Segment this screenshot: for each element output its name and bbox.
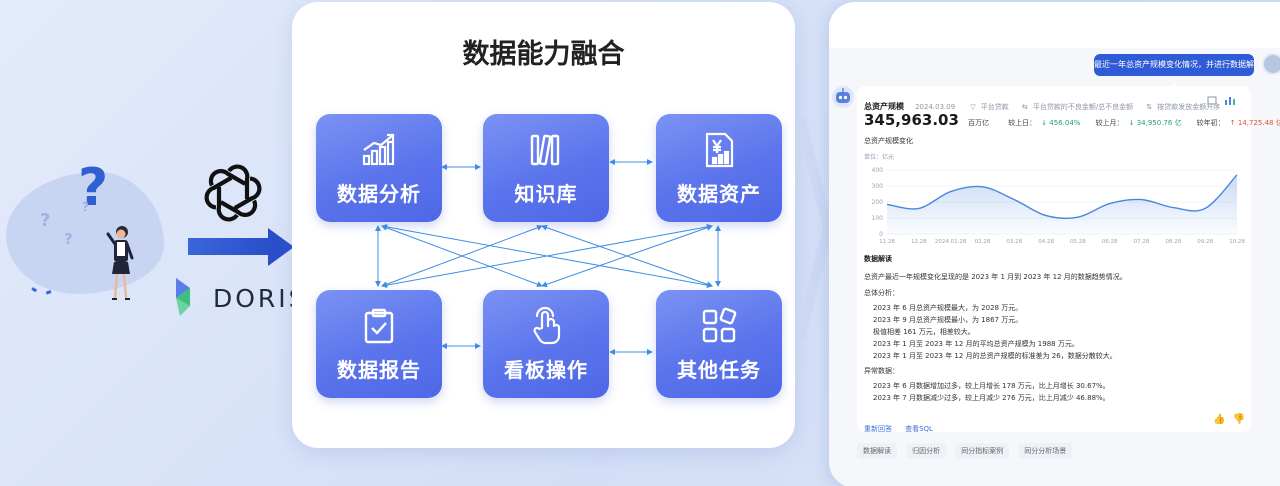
metric-value: 345,963.03 <box>864 111 959 129</box>
interpretation-title: 数据解读 <box>864 255 892 263</box>
panel-header <box>829 2 1280 48</box>
tile-label: 看板操作 <box>504 358 588 382</box>
grid-apps-icon <box>702 307 737 343</box>
tile-data-assets[interactable]: 数据资产 <box>656 114 782 222</box>
chart-unit: 单位：亿元 <box>864 154 895 161</box>
filter-chip[interactable]: 按贷款发放金额升序 <box>1157 103 1221 111</box>
tile-data-analysis[interactable]: 数据分析 <box>316 114 442 222</box>
x-tick-label: 2024.01.28 <box>935 239 967 245</box>
user-message: 最近一年总资产规模变化情况，并进行数据解读 <box>1094 54 1254 91</box>
area-chart: 0 100 200 300 400 11.28 12.28 2024.01.28 02.28 03… <box>872 167 1246 245</box>
y-tick-label: 0 <box>879 231 883 238</box>
flow-arrow <box>188 238 270 255</box>
area-fill <box>887 174 1237 234</box>
y-tick-label: 300 <box>872 183 884 190</box>
interpretation-intro: 总资产最近一年规模变化呈现的是 2023 年 1 月到 2023 年 12 月的… <box>864 273 1127 281</box>
books-icon <box>530 134 560 166</box>
compare-month-label: 较上月： <box>1095 119 1124 127</box>
tile-other-tasks[interactable]: 其他任务 <box>656 290 782 398</box>
tile-label: 数据报告 <box>337 358 421 382</box>
chat-panel: 最近一年总资产规模变化情况，并进行数据解读 总资产规模 2024.03.09 ▽… <box>829 2 1280 486</box>
tile-data-report[interactable]: 数据报告 <box>316 290 442 398</box>
ai-logo-icon <box>204 164 262 222</box>
doris-wordmark: DORIS <box>213 284 308 313</box>
background-blob <box>6 172 164 294</box>
x-tick-label: 07.28 <box>1134 239 1150 245</box>
suggestion-tab[interactable]: 数据解读 <box>857 443 897 459</box>
bar-chart-icon <box>362 133 395 166</box>
series-line <box>886 174 1238 220</box>
overall-title: 总体分析： <box>864 289 899 297</box>
doris-logo-icon <box>176 278 190 316</box>
tile-label: 知识库 <box>514 182 578 206</box>
x-tick-label: 06.28 <box>1102 239 1118 245</box>
compare-day-label: 较上日： <box>1008 119 1037 127</box>
compare-day-value: ↓ 456.04% <box>1041 119 1081 127</box>
suggestion-tab[interactable]: 归因分析 <box>906 443 947 459</box>
metric-unit: 百万亿 <box>968 119 989 127</box>
small-question-mark-icon: ? <box>64 230 73 248</box>
x-tick-label: 04.28 <box>1038 239 1054 245</box>
filter-chip[interactable]: 平台贷款 <box>980 103 1009 111</box>
chart-title: 总资产规模变化 <box>864 137 913 145</box>
bot-avatar <box>832 86 854 108</box>
x-tick-label: 05.28 <box>1070 239 1086 245</box>
tile-dashboard-ops[interactable]: 看板操作 <box>483 290 609 398</box>
small-question-mark-icon: ? <box>40 210 51 231</box>
x-tick-label: 11.28 <box>879 239 895 245</box>
filter-chip[interactable]: 平台贷款的不良金额/总不良金额 <box>1032 103 1134 111</box>
tile-knowledge-base[interactable]: 知识库 <box>483 114 609 222</box>
document-yen-icon <box>705 132 734 168</box>
anomaly-line: 2023 年 7 月数据减少过多，较上月减少 276 万元，比上月减少 46.8… <box>873 394 1110 402</box>
metric-date: 2024.03.09 <box>915 103 956 111</box>
tile-label: 数据资产 <box>677 182 761 206</box>
suggestion-tab[interactable]: 同分分析场景 <box>1018 443 1073 459</box>
x-tick-label: 09.28 <box>1197 239 1213 245</box>
thumbs-down-icon[interactable]: 👎 <box>1232 414 1246 425</box>
answer-card: 总资产规模 2024.03.09 ▽ 平台贷款 ⇆ 平台贷款的不良金额/总不良金… <box>857 86 1280 433</box>
connector-lines <box>375 159 721 355</box>
compare-month-value: ↓ 34,950.76 亿 <box>1128 119 1182 127</box>
filter-icon: ⇆ <box>1021 103 1028 111</box>
compare-year-value: ↑ 14,725.48 亿 <box>1229 119 1280 127</box>
person-illustration <box>106 226 134 300</box>
overall-line: 2023 年 9 月总资产规模最小，为 1867 万元。 <box>873 316 1023 324</box>
x-tick-label: 10.28 <box>1229 239 1245 245</box>
overall-line: 2023 年 1 月至 2023 年 12 月的总资产规模的标准差为 26，数据… <box>873 352 1117 360</box>
dots-decoration <box>31 287 52 295</box>
overall-line: 2023 年 1 月至 2023 年 12 月的平均总资产规模为 1988 万元… <box>873 340 1079 348</box>
regenerate-button[interactable]: 重新回答 <box>864 425 892 433</box>
filter-icon: ▽ <box>970 103 976 111</box>
sort-icon: ⇅ <box>1146 103 1153 111</box>
y-tick-label: 400 <box>872 167 884 174</box>
x-tick-label: 08.28 <box>1165 239 1181 245</box>
x-tick-label: 03.28 <box>1006 239 1022 245</box>
touch-hand-icon <box>533 306 561 345</box>
flow-arrow-head <box>268 228 294 266</box>
anomaly-title: 异常数据： <box>864 367 899 375</box>
thumbs-up-icon[interactable]: 👍 <box>1213 414 1226 425</box>
x-tick-label: 12.28 <box>911 239 927 245</box>
overall-line: 2023 年 6 月总资产规模最大，为 2028 万元。 <box>873 304 1023 312</box>
suggestion-tabs: 数据解读 归因分析 同分指标案例 同分分析场景 <box>857 438 1076 459</box>
question-mark-icon: ? <box>78 158 109 218</box>
chevron-right-icon <box>800 118 830 338</box>
small-question-mark-icon: ? <box>82 200 89 214</box>
overall-line: 极值相差 161 万元，相差较大。 <box>873 328 975 336</box>
metric-name: 总资产规模 <box>864 102 904 111</box>
tile-label: 其他任务 <box>677 358 761 382</box>
clipboard-check-icon <box>364 308 394 344</box>
y-tick-label: 100 <box>872 215 884 222</box>
chart-toggle-icons[interactable] <box>1207 94 1245 106</box>
view-sql-button[interactable]: 查看SQL <box>905 425 933 433</box>
page-title: 数据能力融合 <box>462 39 625 70</box>
y-tick-label: 200 <box>872 199 884 206</box>
robot-icon <box>836 88 850 103</box>
compare-year-label: 较年初： <box>1196 119 1225 127</box>
anomaly-line: 2023 年 6 月数据增加过多，较上月增长 178 万元，比上月增长 30.6… <box>873 382 1110 390</box>
suggestion-tab[interactable]: 同分指标案例 <box>955 443 1010 459</box>
user-avatar <box>1262 53 1280 75</box>
x-tick-label: 02.28 <box>975 239 991 245</box>
tile-label: 数据分析 <box>337 182 421 206</box>
